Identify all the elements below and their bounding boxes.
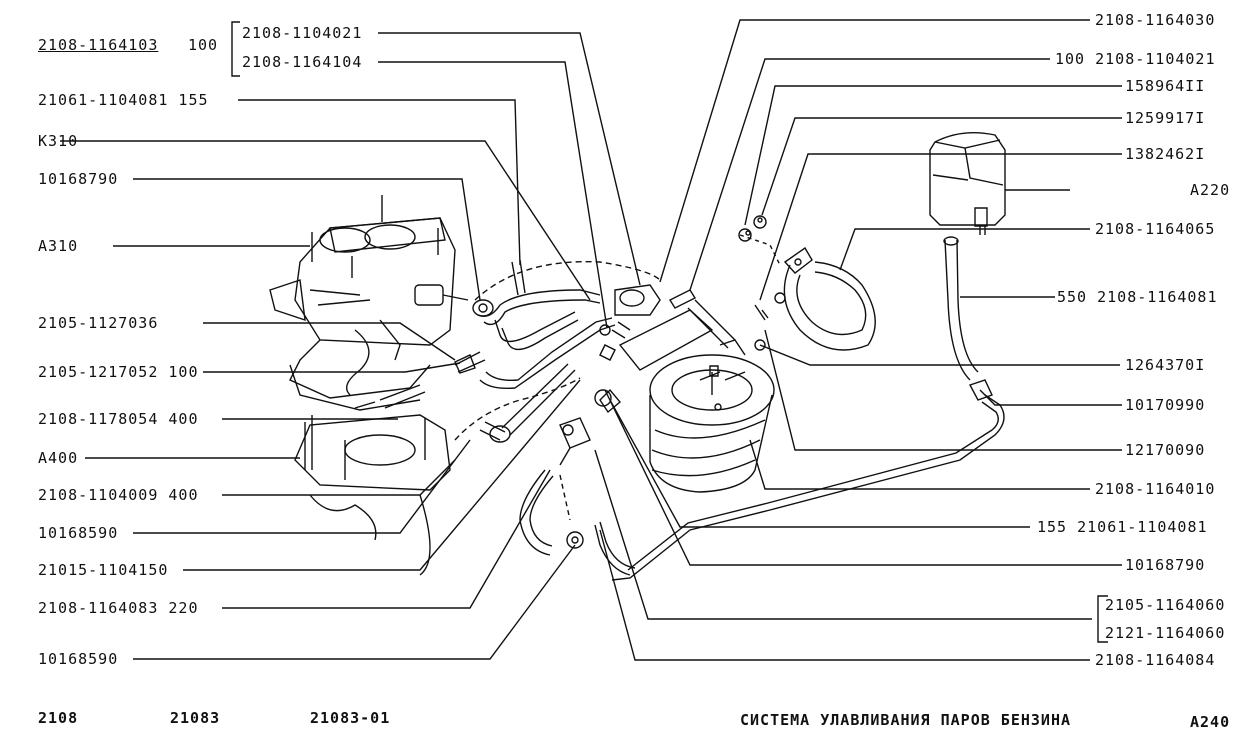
left-callout-9[interactable]: 2108-1104009 400 [38,486,199,504]
left-callout-6[interactable]: 2105-1217052 100 [38,363,199,381]
right-callout-14[interactable]: 10168790 [1125,556,1206,574]
main-part-number[interactable]: 2108-1164103 [38,36,159,54]
left-callout-11[interactable]: 21015-1104150 [38,561,169,579]
right-callout-last[interactable]: 2108-1164084 [1095,651,1216,669]
group-part-1[interactable]: 2108-1104021 [242,24,363,42]
model-code-3: 21083-01 [310,709,391,727]
right-group-part-2[interactable]: 2121-1164060 [1105,624,1226,642]
model-code-2: 21083 [170,709,221,727]
page-title: СИСТЕМА УЛАВЛИВАНИЯ ПАРОВ БЕНЗИНА [740,711,1072,729]
left-callout-12[interactable]: 2108-1164083 220 [38,599,199,617]
right-callout-2[interactable]: 100 2108-1104021 [1055,50,1216,68]
right-callout-5[interactable]: 1382462I [1125,145,1206,163]
left-callout-4[interactable]: A310 [38,237,79,255]
page-code: A240 [1190,713,1231,731]
model-code-1: 2108 [38,709,79,727]
right-callout-1[interactable]: 2108-1164030 [1095,11,1216,29]
right-callout-3[interactable]: 158964II [1125,77,1206,95]
group-part-2[interactable]: 2108-1164104 [242,53,363,71]
right-group-part-1[interactable]: 2105-1164060 [1105,596,1226,614]
left-callout-1[interactable]: 21061-1104081 155 [38,91,209,109]
left-callout-5[interactable]: 2105-1127036 [38,314,159,332]
right-callout-9[interactable]: 1264370I [1125,356,1206,374]
main-part-qty: 100 [188,36,219,54]
right-callout-13[interactable]: 155 21061-1104081 [1037,518,1208,536]
right-callout-10[interactable]: 10170990 [1125,396,1206,414]
left-callout-13[interactable]: 10168590 [38,650,119,668]
left-callout-7[interactable]: 2108-1178054 400 [38,410,199,428]
left-callout-10[interactable]: 10168590 [38,524,119,542]
right-callout-11[interactable]: 12170090 [1125,441,1206,459]
right-callout-6[interactable]: A220 [1190,181,1231,199]
left-callout-8[interactable]: A400 [38,449,79,467]
left-callout-2[interactable]: K310 [38,132,79,150]
right-callout-8[interactable]: 550 2108-1164081 [1057,288,1218,306]
right-callout-4[interactable]: 1259917I [1125,109,1206,127]
left-callout-3[interactable]: 10168790 [38,170,119,188]
right-callout-12[interactable]: 2108-1164010 [1095,480,1216,498]
right-callout-7[interactable]: 2108-1164065 [1095,220,1216,238]
